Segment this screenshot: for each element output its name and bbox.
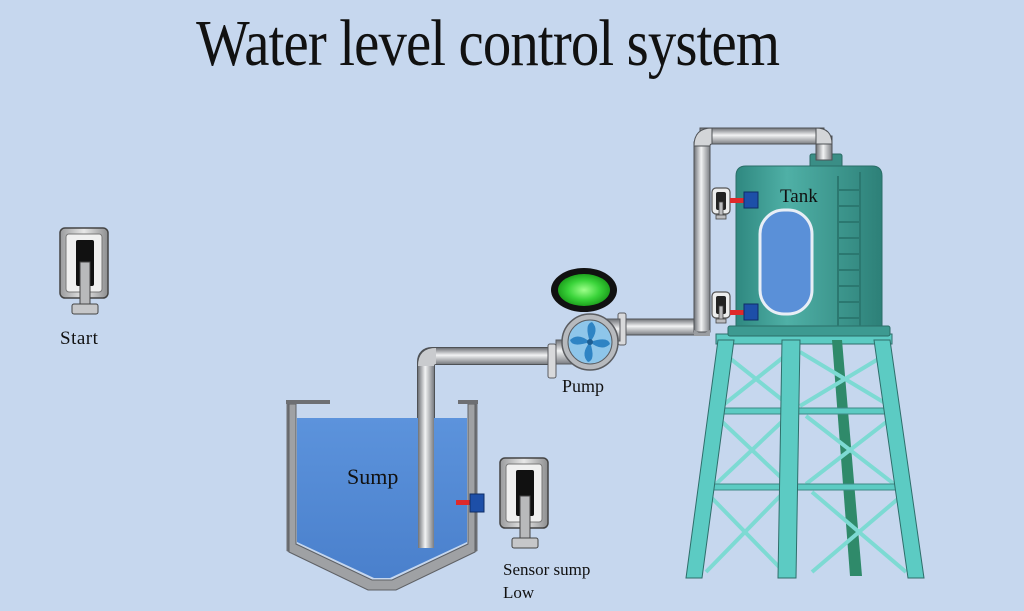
start-label: Start <box>60 328 99 349</box>
sump-level-sensor-icon <box>456 493 485 513</box>
tank-sensor-low <box>711 291 759 324</box>
tank-level-glass <box>758 208 814 316</box>
sensor-sump-label-line1: Sensor sump <box>503 560 591 579</box>
pump-label: Pump <box>562 376 605 396</box>
sump-water <box>297 418 467 578</box>
water-tank <box>727 153 891 337</box>
pump-indicator-lamp <box>551 268 617 312</box>
sensor-sump-label: Sensor sump Low <box>503 558 590 604</box>
pipes <box>417 127 833 548</box>
tank-ladder <box>837 172 861 326</box>
indicator-lamp-icon <box>558 274 610 306</box>
tank-sensor-high <box>711 187 759 220</box>
pump[interactable] <box>547 312 627 379</box>
sensor-sump-switch[interactable] <box>499 457 549 549</box>
page-title: Water level control system <box>196 7 780 80</box>
sump-tank <box>286 400 478 591</box>
pump-fan-icon <box>570 322 610 362</box>
start-switch[interactable] <box>59 227 109 315</box>
sump-label: Sump <box>347 464 399 489</box>
tank-label: Tank <box>780 186 818 207</box>
sensor-sump-label-line2: Low <box>503 583 535 602</box>
tank-tower <box>685 333 925 579</box>
